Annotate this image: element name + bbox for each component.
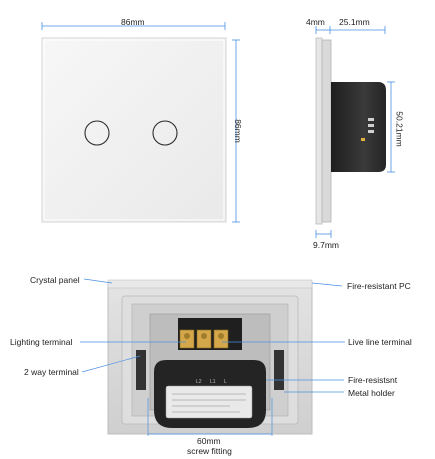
screw-fitting-label: screw fitting (187, 446, 232, 456)
touch-button-1-icon (84, 120, 110, 146)
front-width-label: 86mm (121, 17, 145, 27)
back-view (80, 278, 345, 436)
module-marking-l: L (224, 379, 227, 385)
bottom-thickness-label: 9.7mm (313, 240, 339, 250)
front-view (41, 22, 240, 223)
module-marking-l1: L1 (210, 379, 216, 385)
front-glass-panel (41, 37, 227, 223)
fire-resistant-pc-label: Fire-resistant PC (347, 281, 411, 291)
metal-holder-right (274, 350, 284, 390)
side-view (315, 26, 395, 238)
lighting-terminal-label: Lighting terminal (10, 337, 73, 347)
box-depth-label: 25.1mm (339, 17, 370, 27)
module-marking-l2: L2 (196, 379, 202, 385)
side-module-box (331, 82, 386, 172)
box-height-label: 50.21mm (394, 111, 405, 147)
side-glass-edge (315, 37, 323, 225)
glass-thickness-label: 4mm (306, 17, 325, 27)
metal-holder-left (136, 350, 146, 390)
live-line-terminal-label: Live line terminal (348, 337, 412, 347)
front-height-label: 86mm (232, 119, 243, 143)
metal-holder-label: Metal holder (348, 388, 395, 398)
side-frame-edge (321, 39, 332, 223)
fire-resistant-label: Fire-resistsnt (348, 375, 398, 385)
two-way-terminal-label: 2 way terminal (24, 367, 79, 377)
crystal-panel-label: Crystal panel (30, 275, 80, 285)
touch-button-2-icon (152, 120, 178, 146)
module-label-sticker (165, 385, 253, 419)
screw-fitting-distance-label: 60mm (197, 436, 221, 446)
